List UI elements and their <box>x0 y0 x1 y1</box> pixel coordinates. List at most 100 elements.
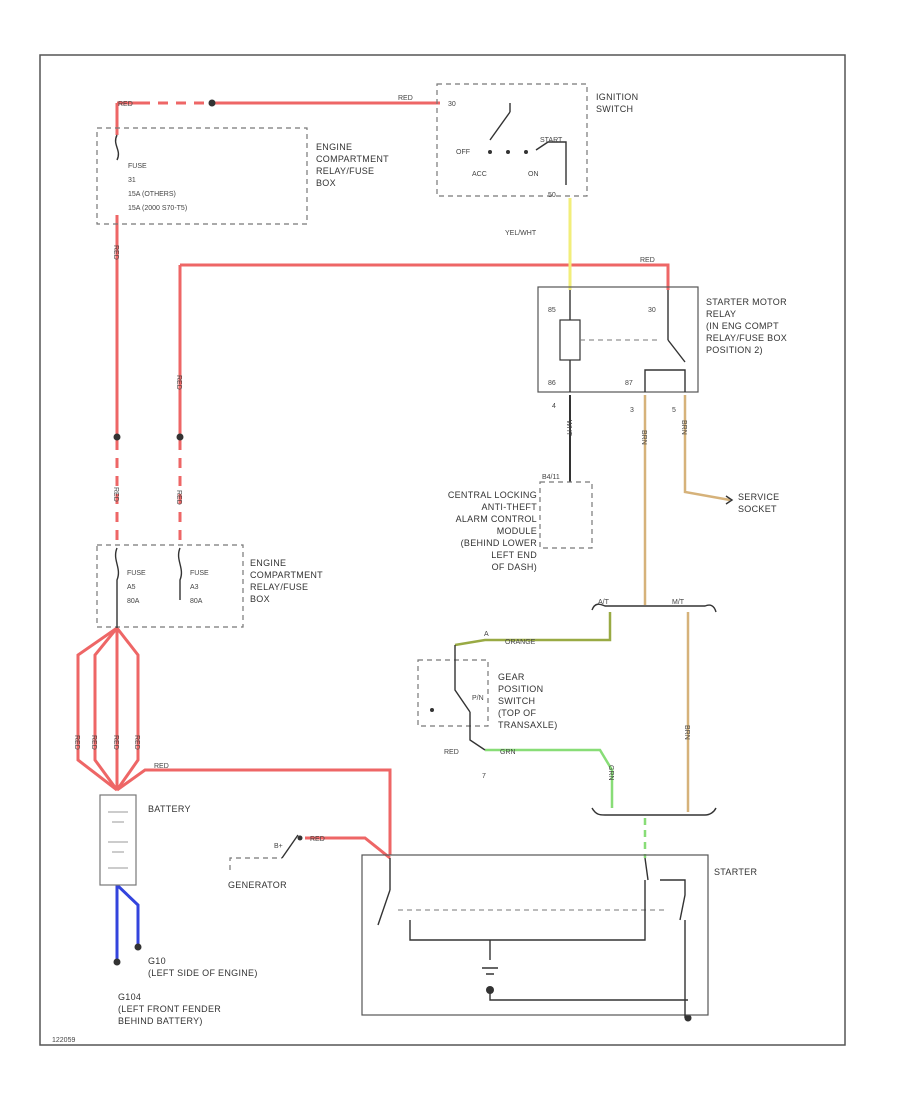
blue-wire <box>115 883 140 960</box>
wire-label-red-4: RED <box>154 763 169 770</box>
wire-label-red-b4: RED <box>133 735 140 750</box>
starter: STARTER <box>361 854 757 1018</box>
generator: B+ GENERATOR <box>228 834 303 890</box>
wire-label-yellow: YEL/WHT <box>505 230 537 237</box>
svg-text:RELAY/FUSE: RELAY/FUSE <box>250 582 308 592</box>
wire-label-brn-1: BRN <box>640 430 647 445</box>
svg-text:3: 3 <box>630 407 634 414</box>
svg-text:SERVICE: SERVICE <box>738 492 779 502</box>
svg-text:31: 31 <box>128 177 136 184</box>
red-wires <box>76 101 670 860</box>
svg-text:COMPARTMENT: COMPARTMENT <box>250 570 323 580</box>
central-locking-module: B4/11 CENTRAL LOCKING ANTI-THEFT ALARM C… <box>448 474 593 572</box>
svg-text:BOX: BOX <box>316 178 336 188</box>
svg-text:7: 7 <box>482 773 486 780</box>
svg-text:B+: B+ <box>274 843 283 850</box>
svg-text:50: 50 <box>548 192 556 199</box>
battery: BATTERY <box>99 794 191 886</box>
svg-text:30: 30 <box>648 307 656 314</box>
svg-text:A/T: A/T <box>598 599 610 606</box>
svg-text:85: 85 <box>548 307 556 314</box>
olive-wire <box>454 612 612 647</box>
wire-label-brn-2: BRN <box>680 420 687 435</box>
svg-text:G104: G104 <box>118 992 141 1002</box>
engine-fuse-box-top: FUSE 31 15A (OTHERS) 15A (2000 S70-T5) E… <box>96 127 389 225</box>
svg-text:15A (OTHERS): 15A (OTHERS) <box>128 191 176 198</box>
wire-label-red-b1: RED <box>73 735 80 750</box>
svg-text:OFF: OFF <box>456 149 470 156</box>
svg-text:5: 5 <box>672 407 676 414</box>
svg-text:FUSE: FUSE <box>127 570 146 577</box>
wire-label-red-5: RED <box>310 836 325 843</box>
tan-wire-service <box>683 395 731 502</box>
svg-text:G10: G10 <box>148 956 166 966</box>
wire-label-grn-1: GRN <box>500 749 516 756</box>
svg-text:BEHIND BATTERY): BEHIND BATTERY) <box>118 1016 203 1026</box>
svg-text:A: A <box>484 631 489 638</box>
svg-text:POSITION 2): POSITION 2) <box>706 345 763 355</box>
svg-text:(LEFT SIDE OF ENGINE): (LEFT SIDE OF ENGINE) <box>148 968 258 978</box>
wire-label-red-v4: RED <box>175 490 182 505</box>
svg-text:RED: RED <box>444 749 459 756</box>
svg-text:80A: 80A <box>127 598 140 605</box>
wire-label-red-b2: RED <box>90 735 97 750</box>
svg-text:(IN ENG COMPT: (IN ENG COMPT <box>706 321 779 331</box>
svg-text:TRANSAXLE): TRANSAXLE) <box>498 720 558 730</box>
svg-text:SWITCH: SWITCH <box>498 696 535 706</box>
svg-text:MODULE: MODULE <box>497 526 537 536</box>
svg-text:FUSE: FUSE <box>128 163 147 170</box>
svg-text:LEFT END: LEFT END <box>491 550 537 560</box>
svg-text:M/T: M/T <box>672 599 685 606</box>
svg-text:GENERATOR: GENERATOR <box>228 880 287 890</box>
wire-label-red-v3: RED <box>112 487 119 502</box>
wire-label-red-b3: RED <box>112 735 119 750</box>
wire-label-red-2: RED <box>398 95 413 102</box>
svg-text:FUSE: FUSE <box>190 570 209 577</box>
wire-label-wht: WHT <box>565 420 572 437</box>
svg-text:ACC: ACC <box>472 171 487 178</box>
svg-text:ENGINE: ENGINE <box>250 558 286 568</box>
wire-label-red-v1: RED <box>112 245 119 260</box>
svg-text:P/N: P/N <box>472 695 484 702</box>
svg-text:15A (2000 S70-T5): 15A (2000 S70-T5) <box>128 205 187 212</box>
svg-text:ENGINE: ENGINE <box>316 142 352 152</box>
svg-text:STARTER: STARTER <box>714 867 757 877</box>
wire-label-orange: ORANGE <box>505 639 536 646</box>
svg-text:30: 30 <box>448 101 456 108</box>
connector-dots <box>113 99 692 1022</box>
svg-text:ALARM CONTROL: ALARM CONTROL <box>456 514 537 524</box>
svg-text:80A: 80A <box>190 598 203 605</box>
svg-text:(LEFT FRONT FENDER: (LEFT FRONT FENDER <box>118 1004 221 1014</box>
svg-text:RELAY/FUSE: RELAY/FUSE <box>316 166 374 176</box>
svg-text:RELAY: RELAY <box>706 309 736 319</box>
svg-text:86: 86 <box>548 380 556 387</box>
svg-text:(BEHIND LOWER: (BEHIND LOWER <box>461 538 538 548</box>
svg-text:POSITION: POSITION <box>498 684 543 694</box>
svg-text:START: START <box>540 137 563 144</box>
wire-label-red-1: RED <box>118 101 133 108</box>
svg-text:B4/11: B4/11 <box>542 474 560 481</box>
wire-label-grn-2: GRN <box>607 765 614 781</box>
svg-text:OF DASH): OF DASH) <box>492 562 537 572</box>
svg-text:BATTERY: BATTERY <box>148 804 191 814</box>
svg-text:87: 87 <box>625 380 633 387</box>
svg-text:CENTRAL LOCKING: CENTRAL LOCKING <box>448 490 537 500</box>
green-wire <box>485 748 614 808</box>
svg-text:IGNITION: IGNITION <box>596 92 638 102</box>
grounds: G10 (LEFT SIDE OF ENGINE) G104 (LEFT FRO… <box>118 956 258 1026</box>
engine-fuse-box-bottom: FUSE A5 80A FUSE A3 80A ENGINE COMPARTME… <box>96 544 323 628</box>
svg-text:BOX: BOX <box>250 594 270 604</box>
starter-motor-relay: 85 86 87 30 4 3 5 STARTER MOTOR RELAY (I… <box>537 286 787 414</box>
gear-position-switch: A P/N 7 RED GEAR POSITION SWITCH (TOP OF… <box>417 631 558 780</box>
svg-text:SOCKET: SOCKET <box>738 504 777 514</box>
diagram-frame <box>39 54 846 1046</box>
svg-text:A3: A3 <box>190 584 199 591</box>
svg-text:A5: A5 <box>127 584 136 591</box>
svg-text:COMPARTMENT: COMPARTMENT <box>316 154 389 164</box>
service-socket: SERVICE SOCKET <box>725 492 779 514</box>
svg-text:GEAR: GEAR <box>498 672 525 682</box>
svg-text:(TOP OF: (TOP OF <box>498 708 536 718</box>
wire-label-red-v2: RED <box>175 375 182 390</box>
diagram-code: 122059 <box>52 1037 75 1044</box>
